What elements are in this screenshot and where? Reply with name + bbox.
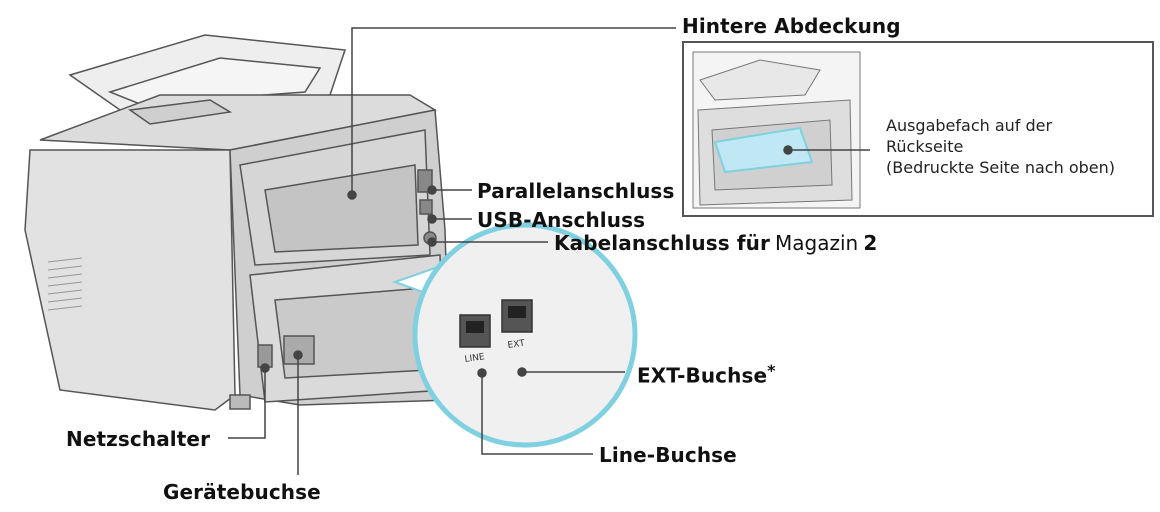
inset-note-line1: Ausgabefach auf der bbox=[886, 115, 1115, 136]
power-socket-label: Gerätebuchse bbox=[163, 480, 321, 504]
tray2-cable-label: Kabelanschluss für Magazin 2 bbox=[554, 231, 877, 255]
line-jack-icon bbox=[460, 315, 490, 347]
tray2-cable-number: 2 bbox=[863, 231, 877, 255]
power-switch-label: Netzschalter bbox=[66, 427, 210, 451]
parallel-port-label: Parallelanschluss bbox=[477, 179, 674, 203]
inset-note: Ausgabefach auf der Rückseite (Bedruckte… bbox=[886, 115, 1115, 178]
inset-note-line3: (Bedruckte Seite nach oben) bbox=[886, 157, 1115, 178]
ext-jack-label: EXT-Buchse* bbox=[637, 361, 776, 387]
usb-port-label: USB-Anschluss bbox=[477, 208, 645, 232]
tray2-cable-word: Magazin bbox=[775, 231, 858, 255]
ext-jack-footnote-mark: * bbox=[767, 361, 775, 380]
inset-note-line2: Rückseite bbox=[886, 136, 1115, 157]
ext-jack-icon bbox=[502, 300, 532, 332]
line-jack-label: Line-Buchse bbox=[599, 443, 737, 467]
rear-cover-label: Hintere Abdeckung bbox=[682, 14, 901, 38]
ext-jack-text: EXT-Buchse bbox=[637, 363, 767, 387]
printer-illustration bbox=[25, 35, 450, 410]
tray2-cable-prefix: Kabelanschluss für bbox=[554, 231, 770, 255]
